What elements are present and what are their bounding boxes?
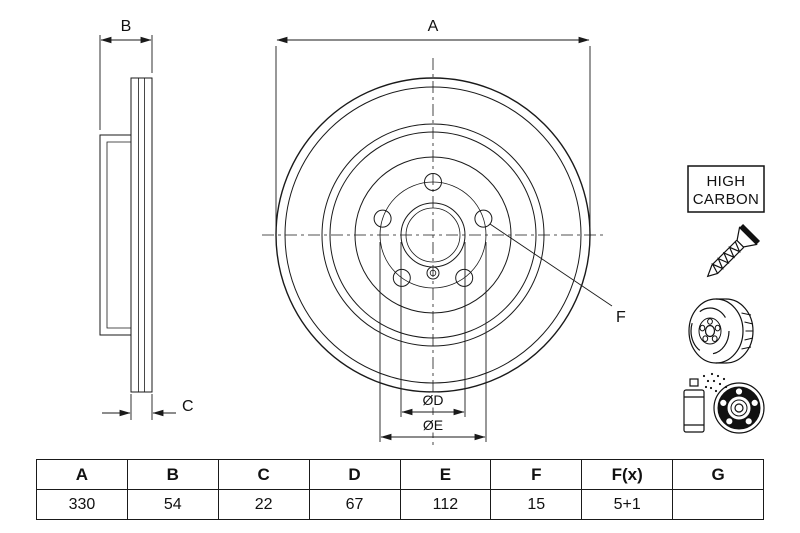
dim-value-e: 112 [399,489,492,520]
dimension-a: A [275,18,591,231]
leader-f: F [489,223,626,326]
hub-bolt-holes [719,387,759,426]
bolt-hole [474,209,493,228]
leader-line [489,223,613,307]
dimension-d: ØD [400,242,466,417]
dim-header-d: D [308,459,401,490]
dim-value-a: 330 [36,489,128,520]
dim-value-c: 22 [217,489,310,520]
hub-outer [713,382,765,434]
front-view [262,58,606,448]
hat-outer-profile [99,134,131,336]
badge-frame [687,165,765,213]
hub-center-bore-inner [734,403,744,413]
table-value-row: 330 54 22 67 112 15 5+1 [36,489,764,520]
dim-value-b: 54 [126,489,219,520]
dimension-label-e: ØE [423,417,443,433]
screw-threads [711,241,741,274]
disc-outer-diameter [275,77,591,393]
friction-inner-circle-2 [329,131,537,339]
locating-pin-hole-inner [429,269,437,277]
hub-center-bore [730,399,748,417]
dim-header-c: C [217,459,310,490]
dim-header-g: G [672,459,764,490]
dim-header-a: A [36,459,128,490]
dimension-label-c: C [182,398,194,415]
dimensions-table: A B C D E F F(x) G 330 54 22 67 112 15 5… [36,459,764,520]
hat-inner-profile [106,141,131,329]
center-bore-chamfer [405,207,461,263]
locating-pin-hole [426,266,440,280]
vented-brake-disc-icon [688,298,754,364]
bolt-hole [424,173,442,191]
dim-value-fx: 5+1 [581,489,674,520]
spray-can-and-hub-icon [683,372,765,434]
friction-inner-circle [321,123,545,347]
bolt-hole [392,268,411,287]
dim-value-d: 67 [308,489,401,520]
bolt-circle [379,181,487,289]
bolt-hole [373,209,392,228]
spray-dots [702,372,728,393]
dim-header-f: F [490,459,583,490]
dimension-label-b: B [121,18,132,35]
dimension-e: ØE [379,242,487,442]
hub-flange-circle [354,156,512,314]
dimension-b: B [99,18,153,130]
side-view [99,77,153,393]
dimension-label-a: A [428,18,439,35]
disc-chamfer-circle [284,86,582,384]
badge-text-line1: HIGH [706,173,745,190]
table-header-row: A B C D E F F(x) G [36,459,764,490]
spray-can-body [683,389,705,433]
high-carbon-badge: HIGH CARBON [687,165,765,213]
dimension-label-d: ØD [423,392,444,408]
dim-value-f: 15 [490,489,583,520]
dim-header-fx: F(x) [581,459,674,490]
screw-head-top [739,223,761,245]
bolt-hole [455,268,474,287]
dim-header-e: E [399,459,492,490]
spray-nozzle [689,378,699,387]
countersunk-screw-icon [706,223,761,278]
hub-bolt-holes [699,318,721,343]
dimension-label-f: F [616,309,626,326]
hub-bore [704,324,716,338]
screw-shank [706,239,745,278]
friction-band [690,307,730,355]
friction-ring-profile [130,77,153,393]
vent-hatching [741,312,754,350]
dim-header-b: B [126,459,219,490]
dim-value-g [672,489,764,520]
badge-text-line2: CARBON [693,191,760,208]
dimension-c: C [102,394,194,420]
technical-drawing: B C A [99,18,765,448]
